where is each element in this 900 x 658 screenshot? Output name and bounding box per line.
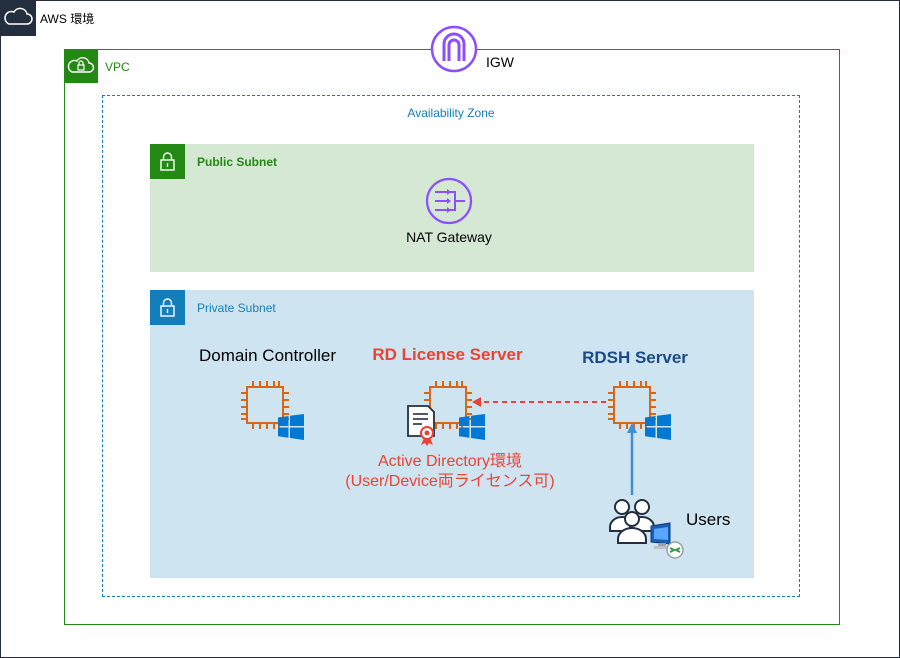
remote-desktop-icon — [650, 522, 684, 559]
certificate-icon — [407, 405, 435, 446]
user-connection-arrow — [627, 423, 637, 495]
rdsh-server-label: RDSH Server — [582, 348, 688, 367]
cloud-icon — [4, 7, 33, 25]
domain-controller-label: Domain Controller — [199, 346, 336, 365]
public-subnet-group — [150, 144, 754, 272]
users-label: Users — [686, 510, 731, 529]
rd-license-server-label: RD License Server — [372, 345, 523, 364]
license-request-arrow — [472, 397, 606, 407]
lock-icon — [160, 152, 175, 171]
windows-icon — [459, 414, 485, 440]
active-directory-note: Active Directory環境 (User/Device両ライセンス可) — [300, 452, 600, 492]
windows-icon — [645, 414, 671, 440]
private-subnet-badge — [150, 290, 185, 325]
internet-gateway-icon — [430, 25, 478, 73]
active-directory-note-line2: (User/Device両ライセンス可) — [345, 473, 555, 490]
windows-icon — [278, 414, 304, 440]
active-directory-note-line1: Active Directory環境 — [377, 453, 523, 470]
lock-icon — [160, 298, 175, 317]
vpc-badge — [64, 49, 98, 83]
aws-environment-badge — [0, 0, 36, 36]
vpc-label: VPC — [105, 60, 130, 74]
nat-gateway-label: NAT Gateway — [406, 229, 492, 245]
availability-zone-label: Availability Zone — [407, 106, 495, 120]
private-subnet-label: Private Subnet — [197, 301, 276, 315]
nat-gateway-icon — [425, 177, 473, 225]
cloud-lock-icon — [67, 57, 95, 73]
igw-label: IGW — [486, 54, 514, 70]
availability-zone-group — [102, 95, 800, 597]
aws-environment-label: AWS 環境 — [40, 12, 95, 26]
users-icon — [609, 499, 655, 544]
public-subnet-label: Public Subnet — [197, 155, 278, 169]
ec2-instance-icon — [608, 381, 656, 429]
public-subnet-badge — [150, 144, 185, 179]
